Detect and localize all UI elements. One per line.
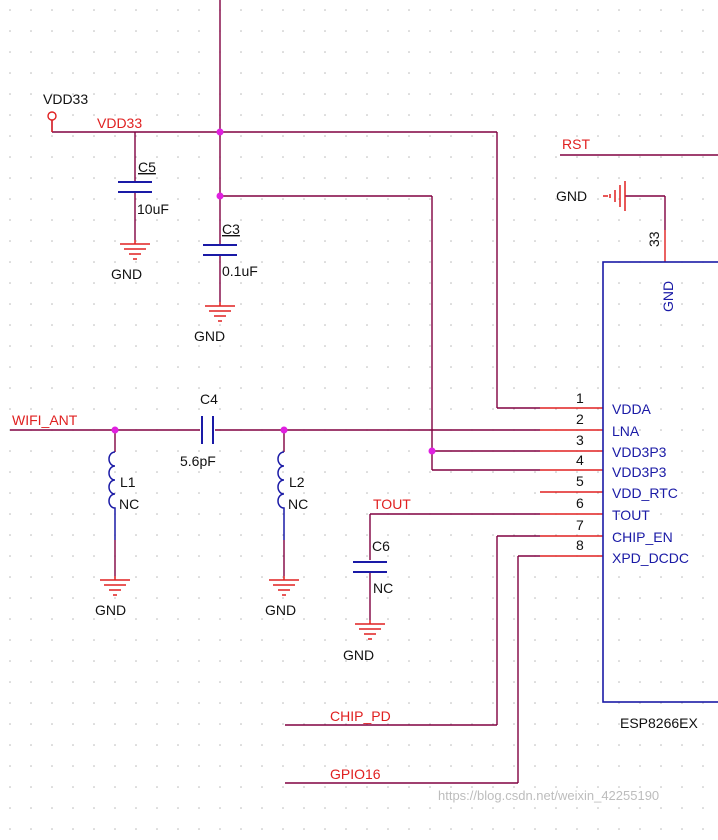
- ic-part-name: ESP8266EX: [620, 715, 698, 731]
- gpio16-net-label: GPIO16: [330, 766, 381, 782]
- l2-coil: [277, 451, 285, 540]
- capacitor-symbols: [118, 181, 387, 573]
- pin-number: 5: [576, 473, 584, 489]
- gnd-label: GND: [265, 602, 296, 618]
- junction-dot: [111, 426, 119, 434]
- ic-gnd-pin-name: GND: [660, 281, 676, 312]
- c3-ref: C3: [222, 221, 240, 237]
- watermark: https://blog.csdn.net/weixin_42255190: [438, 788, 659, 803]
- gnd-icon: [603, 181, 626, 211]
- l2-value: NC: [288, 496, 308, 512]
- ground-symbols: [100, 181, 626, 640]
- l2-ref: L2: [289, 474, 305, 490]
- vdd33-port-label: VDD33: [43, 91, 88, 107]
- gnd-icon: [100, 576, 130, 596]
- pin-number: 4: [576, 452, 584, 468]
- gnd-icon: [355, 620, 385, 640]
- l1-coil: [108, 451, 116, 540]
- l1-ref: L1: [120, 474, 136, 490]
- gnd-label: GND: [556, 188, 587, 204]
- c5-value: 10uF: [137, 201, 169, 217]
- gnd-label: GND: [111, 266, 142, 282]
- pin-number: 8: [576, 537, 584, 553]
- ic-pin-stubs: [51, 120, 666, 557]
- tout-net-label: TOUT: [373, 496, 411, 512]
- c4-ref: C4: [200, 391, 218, 407]
- vdd33-net-label: VDD33: [97, 115, 142, 131]
- pin-number: 2: [576, 411, 584, 427]
- junction-dot: [216, 192, 224, 200]
- gnd-icon: [205, 302, 235, 322]
- pin-name: XPD_DCDC: [612, 550, 689, 566]
- pin-number: 1: [576, 390, 584, 406]
- vdd33-port-icon: [47, 111, 57, 121]
- junctions: [111, 128, 436, 455]
- ic-gnd-pin-number: 33: [646, 231, 662, 247]
- c5-ref: C5: [138, 159, 156, 175]
- labels: VDD33 VDD33 RST WIFI_ANT TOUT CHIP_PD GP…: [12, 91, 698, 803]
- junction-dot: [280, 426, 288, 434]
- pin-name: VDD3P3: [612, 464, 667, 480]
- pin-name: CHIP_EN: [612, 529, 673, 545]
- pin-name: LNA: [612, 423, 640, 439]
- c6-ref: C6: [372, 538, 390, 554]
- gnd-icon: [269, 576, 299, 596]
- c6-value: NC: [373, 580, 393, 596]
- pin-name: VDD3P3: [612, 444, 667, 460]
- inductor-symbols: [108, 451, 285, 540]
- wifi-ant-net-label: WIFI_ANT: [12, 412, 78, 428]
- esp8266-ic-body: [602, 261, 718, 703]
- c3-value: 0.1uF: [222, 263, 258, 279]
- gnd-icon: [120, 240, 150, 260]
- gnd-label: GND: [194, 328, 225, 344]
- pin-name: VDDA: [612, 401, 652, 417]
- rst-net-label: RST: [562, 136, 590, 152]
- pin-name: TOUT: [612, 507, 650, 523]
- pin-number: 3: [576, 432, 584, 448]
- pin-name: VDD_RTC: [612, 485, 678, 501]
- gnd-label: GND: [95, 602, 126, 618]
- chip-pd-net-label: CHIP_PD: [330, 708, 391, 724]
- l1-value: NC: [119, 496, 139, 512]
- pin-number: 7: [576, 517, 584, 533]
- wires: [10, 0, 718, 784]
- c4-value: 5.6pF: [180, 453, 216, 469]
- junction-dot: [428, 447, 436, 455]
- junction-dot: [216, 128, 224, 136]
- gnd-label: GND: [343, 647, 374, 663]
- pin-number: 6: [576, 495, 584, 511]
